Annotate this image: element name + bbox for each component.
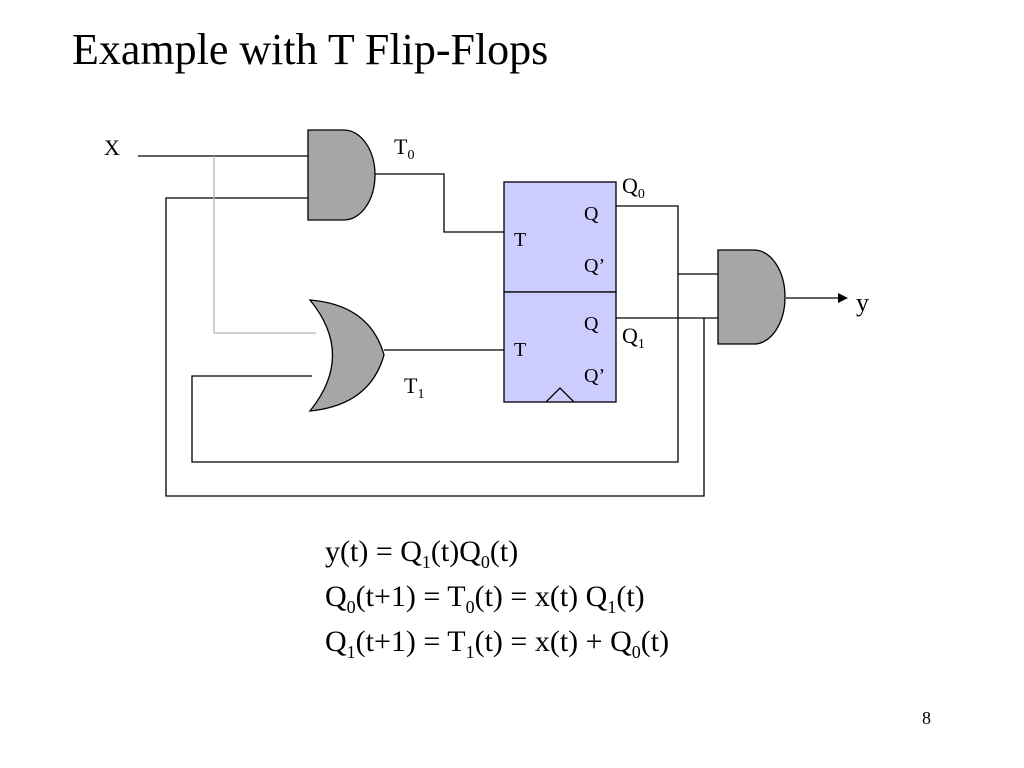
ff-top-t-label: T [514, 229, 526, 251]
ff-top-q-label: Q [584, 203, 599, 225]
ff-bottom-q-label: Q [584, 313, 599, 335]
equation-q1-next: Q1(t+1) = T1(t) = x(t) + Q0(t) [325, 625, 670, 662]
q0-label: Q0 [622, 173, 645, 202]
equation-output: y(t) = Q1(t)Q0(t) [325, 535, 519, 572]
q1-label: Q1 [622, 323, 645, 352]
page-number: 8 [922, 708, 931, 728]
feedback-q1-to-and-wire [165, 197, 705, 497]
feedback-q0-to-or-wire [191, 274, 679, 463]
or-gate-t1 [308, 299, 385, 412]
ff-top-qbar-label: Q’ [584, 255, 605, 277]
flipflop-bottom [503, 291, 617, 403]
ff-bottom-qbar-label: Q’ [584, 365, 605, 387]
t1-label: T1 [404, 373, 424, 402]
q0-output-wire [616, 205, 718, 275]
slide-title: Example with T Flip-Flops [72, 25, 549, 74]
and-gate-output [717, 249, 786, 345]
and-gate-t0 [307, 129, 376, 221]
clock-triangle-icon [545, 387, 575, 403]
x-branch-wire [213, 156, 316, 334]
ff-bottom-t-label: T [514, 339, 526, 361]
output-y-label: y [856, 288, 869, 317]
t0-label: T0 [394, 134, 414, 163]
t0-wire [374, 173, 504, 233]
output-arrowhead [838, 293, 848, 303]
input-x-label: X [104, 135, 120, 160]
flipflop-top [503, 181, 617, 293]
equation-q0-next: Q0(t+1) = T0(t) = x(t) Q1(t) [325, 580, 645, 617]
